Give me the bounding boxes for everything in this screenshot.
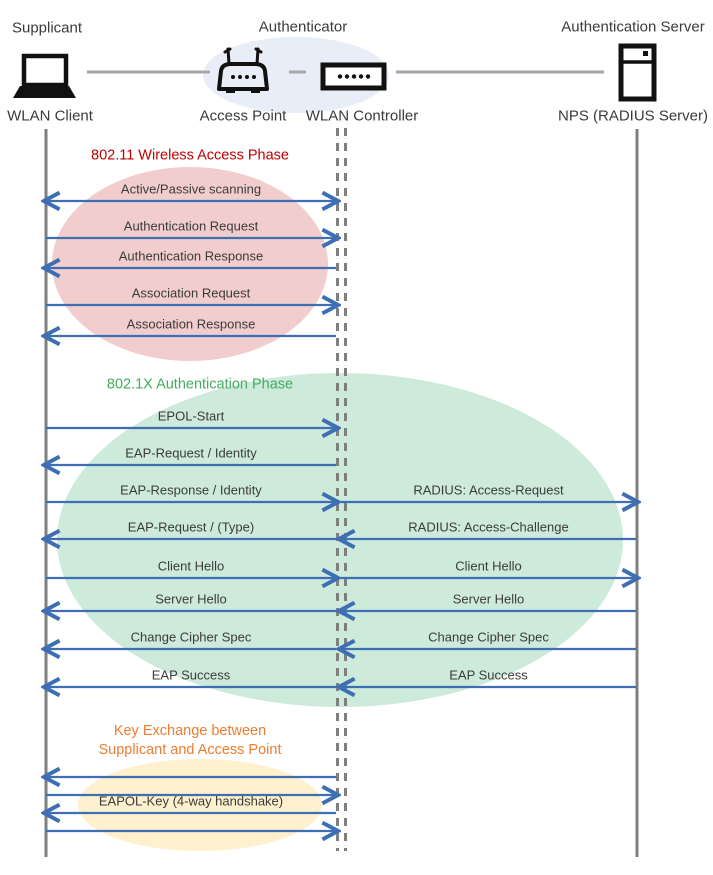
message-label: Client Hello: [455, 558, 522, 574]
phase3-title-line1: Key Exchange between: [113, 723, 267, 739]
message-label: EAP-Response / Identity: [120, 482, 262, 498]
message-label: Server Hello: [155, 591, 227, 607]
phase1-title: 802.11 Wireless Access Phase: [91, 147, 289, 164]
phase1-ellipse: [52, 167, 328, 361]
message-label: Client Hello: [157, 558, 225, 574]
role-supplicant: Supplicant: [11, 19, 83, 37]
message-label: EAP-Request / (Type): [127, 519, 255, 535]
phase3-ellipse: [78, 759, 322, 851]
message-label: Change Cipher Spec: [130, 629, 252, 645]
message-label: Authentication Request: [123, 218, 259, 234]
node-label-wlan-controller: WLAN Controller: [305, 107, 419, 125]
message-label: EPOL-Start: [157, 408, 225, 424]
wlan-controller-icon: [320, 62, 387, 91]
message-label: EAP Success: [449, 667, 528, 683]
authenticator-group-ellipse: [203, 37, 389, 113]
message-label: Association Request: [131, 285, 251, 301]
phase3-title-line2: Supplicant and Access Point: [98, 742, 282, 758]
role-authenticator: Authenticator: [258, 18, 348, 36]
message-label: Active/Passive scanning: [120, 181, 262, 197]
server-icon: [618, 43, 657, 102]
access-point-icon: [217, 47, 269, 93]
message-label: EAP Success: [151, 667, 231, 683]
message-label: RADIUS: Access-Challenge: [408, 519, 569, 535]
phase3-title: Key Exchange between Supplicant and Acce…: [99, 722, 282, 760]
message-label: EAPOL-Key (4-way handshake): [98, 793, 284, 809]
node-label-nps-radius-server: NPS (RADIUS Server): [557, 107, 709, 125]
message-label: EAP-Request / Identity: [125, 445, 257, 461]
role-authentication-server: Authentication Server: [561, 18, 705, 36]
node-label-wlan-client: WLAN Client: [7, 107, 93, 125]
arrows-layer: [46, 201, 636, 831]
message-label: Change Cipher Spec: [428, 629, 549, 645]
message-label: Association Response: [126, 316, 256, 332]
laptop-icon: [13, 53, 76, 98]
message-label: Authentication Response: [118, 248, 264, 264]
message-label: RADIUS: Access-Request: [413, 482, 564, 498]
message-label: Server Hello: [452, 591, 525, 607]
phase2-title: 802.1X Authentication Phase: [106, 376, 294, 393]
node-label-access-point: Access Point: [199, 107, 287, 125]
